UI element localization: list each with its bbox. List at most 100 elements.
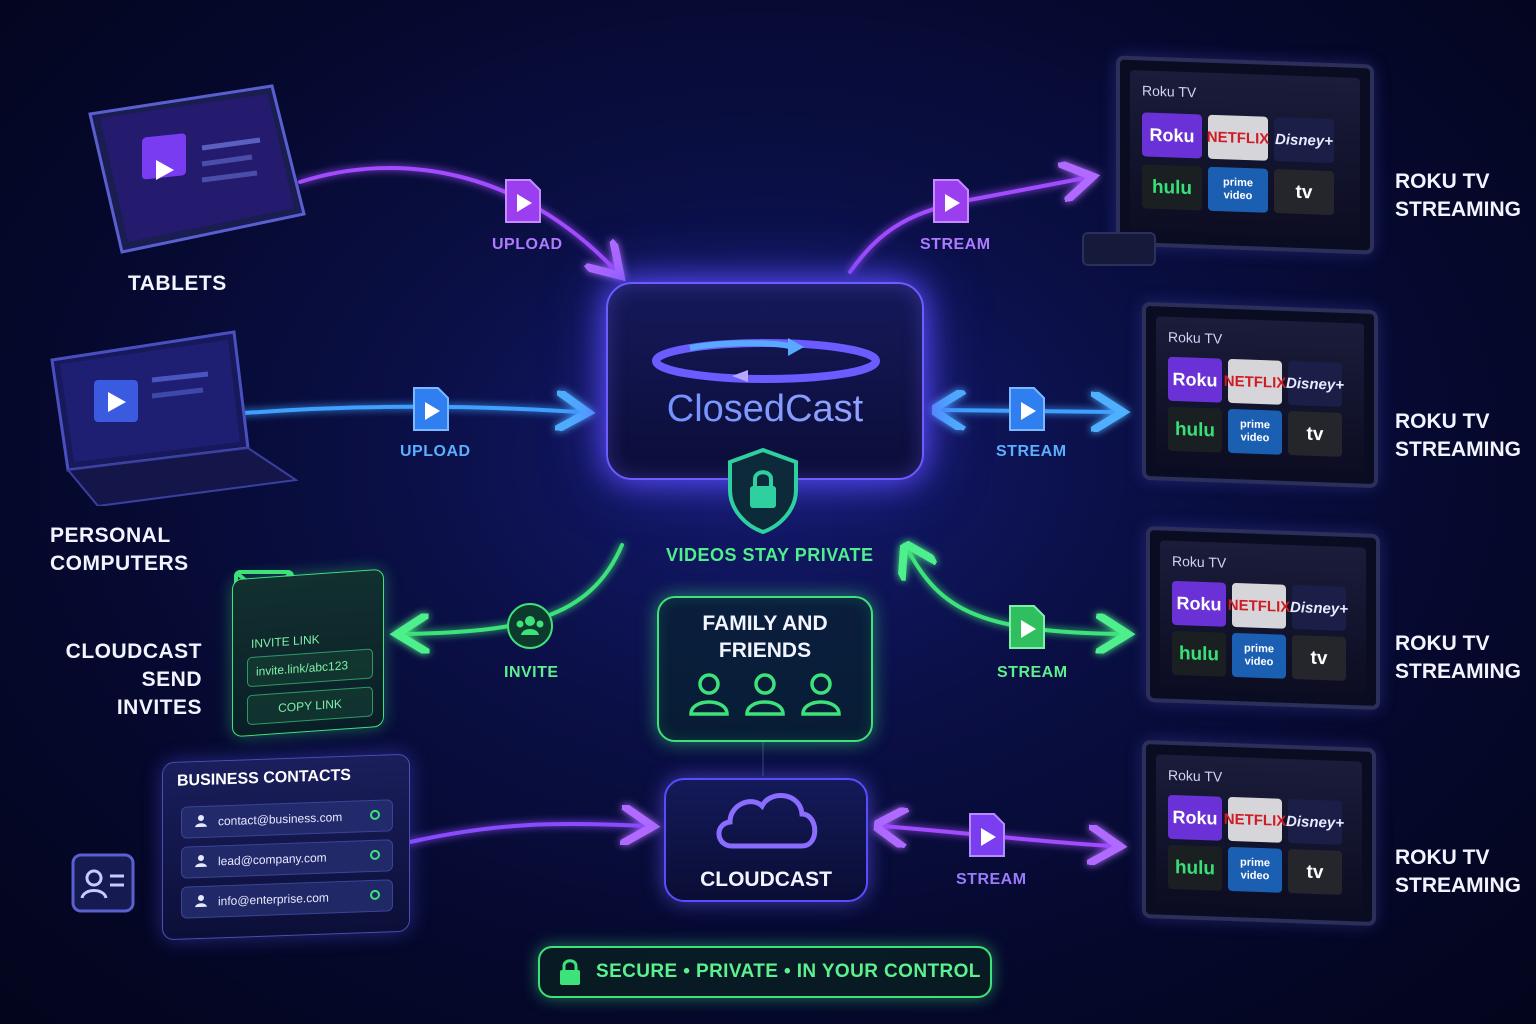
laptop-device (38, 330, 300, 508)
tv-label-line2: STREAMING (1395, 660, 1521, 683)
roku-tv-4: Roku TV Roku NETFLIX Disney+ hulu prime … (1142, 739, 1376, 927)
apple-tv-tile[interactable]: tv (1274, 169, 1334, 216)
stream-label-cloud: STREAM (956, 871, 1027, 888)
contact-row[interactable]: lead@company.com (181, 839, 393, 879)
tv-screen-title: Roku TV (1142, 82, 1197, 101)
contact-row[interactable]: info@enterprise.com (181, 879, 393, 919)
videos-stay-private-label: VIDEOS STAY PRIVATE (666, 545, 874, 565)
roku-tv-3: Roku TV Roku NETFLIX Disney+ hulu prime … (1146, 525, 1380, 711)
closedcast-logo-text: ClosedCast (608, 388, 922, 431)
video-file-icon (1006, 604, 1046, 650)
sync-ring-icon (652, 338, 880, 383)
tv-screen-title: Roku TV (1168, 328, 1223, 347)
roku-stick-icon (1082, 232, 1156, 266)
roku-tile[interactable]: Roku (1168, 794, 1222, 841)
family-friends-title: FAMILY AND FRIENDS (659, 610, 871, 664)
roku-tile[interactable]: Roku (1172, 580, 1226, 627)
hulu-tile[interactable]: hulu (1142, 164, 1202, 211)
business-contacts-panel: BUSINESS CONTACTS contact@business.com l… (162, 753, 410, 941)
netflix-tile[interactable]: NETFLIX (1224, 796, 1286, 843)
personal-computers-line2: COMPUTERS (50, 552, 189, 575)
invite-link-panel: INVITE LINK invite.link/abc123 COPY LINK (232, 568, 384, 738)
invite-panel-title: INVITE LINK (251, 632, 320, 651)
stream-label-1: STREAM (920, 236, 991, 253)
stream-label-3: STREAM (997, 664, 1068, 681)
contact-card-icon (70, 852, 136, 914)
user-icon (195, 854, 207, 868)
prime-tile[interactable]: prime video (1208, 166, 1268, 213)
invites-line1: CLOUDCAST (65, 640, 202, 663)
apple-tv-tile[interactable]: tv (1288, 849, 1342, 895)
tablet-device (82, 84, 308, 254)
tv-label-line1: ROKU TV (1395, 632, 1490, 655)
netflix-tile[interactable]: NETFLIX (1228, 582, 1290, 629)
family-friends-box: FAMILY AND FRIENDS (657, 596, 873, 742)
roku-tv-label-3: ROKU TV STREAMING (1395, 630, 1521, 686)
tv-label-line2: STREAMING (1395, 874, 1521, 897)
status-dot (370, 849, 380, 861)
roku-tv-1: Roku TV Roku NETFLIX Disney+ hulu prime … (1116, 55, 1374, 255)
copy-link-button[interactable]: COPY LINK (247, 686, 373, 726)
user-icon (195, 814, 207, 828)
closedcast-hub: ClosedCast (606, 282, 924, 480)
personal-computers-label: PERSONAL COMPUTERS (50, 522, 189, 578)
tv-label-line1: ROKU TV (1395, 846, 1490, 869)
stream-label-2: STREAM (996, 443, 1067, 460)
business-contacts-title: BUSINESS CONTACTS (177, 766, 351, 790)
disney-tile[interactable]: Disney+ (1286, 360, 1344, 407)
family-line2: FRIENDS (718, 639, 812, 662)
lock-icon (560, 959, 580, 985)
prime-tile[interactable]: prime video (1228, 408, 1282, 455)
video-file-icon (410, 386, 450, 432)
apple-tv-tile[interactable]: tv (1292, 635, 1346, 681)
prime-tile[interactable]: prime video (1228, 846, 1282, 893)
upload-label-tablet: UPLOAD (492, 236, 563, 253)
netflix-tile[interactable]: NETFLIX (1207, 114, 1269, 161)
tv-label-line1: ROKU TV (1395, 170, 1490, 193)
contact-email: contact@business.com (218, 810, 343, 829)
cloudcast-box: CLOUDCAST (664, 778, 868, 902)
video-file-icon (1006, 386, 1046, 432)
roku-tile[interactable]: Roku (1168, 356, 1222, 403)
cloudcast-label: CLOUDCAST (700, 868, 832, 891)
upload-label-computer: UPLOAD (400, 443, 471, 460)
roku-tv-label-4: ROKU TV STREAMING (1395, 844, 1521, 900)
copy-link-label: COPY LINK (278, 696, 342, 716)
people-icons (689, 673, 841, 716)
status-dot (370, 889, 380, 901)
user-icon (195, 894, 207, 908)
tv-screen-title: Roku TV (1172, 552, 1227, 571)
tv-label-line1: ROKU TV (1395, 410, 1490, 433)
cloud-icon (716, 793, 818, 849)
apple-tv-tile[interactable]: tv (1288, 410, 1342, 457)
tv-screen: Roku TV Roku NETFLIX Disney+ hulu prime … (1156, 316, 1364, 474)
video-file-icon (502, 178, 542, 224)
contact-row[interactable]: contact@business.com (181, 799, 393, 839)
cloudcast-send-invites-label: CLOUDCAST SEND INVITES (52, 638, 202, 722)
netflix-tile[interactable]: NETFLIX (1224, 358, 1286, 405)
invite-link-field[interactable]: invite.link/abc123 (247, 648, 373, 688)
roku-tv-label-2: ROKU TV STREAMING (1395, 408, 1521, 464)
disney-tile[interactable]: Disney+ (1290, 585, 1348, 631)
tablets-label: TABLETS (128, 272, 227, 295)
hulu-tile[interactable]: hulu (1168, 406, 1222, 453)
contact-email: lead@company.com (218, 850, 327, 869)
tv-label-line2: STREAMING (1395, 198, 1521, 221)
video-file-icon (966, 812, 1006, 858)
tv-screen: Roku TV Roku NETFLIX Disney+ hulu prime … (1160, 540, 1366, 696)
disney-tile[interactable]: Disney+ (1286, 799, 1344, 845)
tv-label-line2: STREAMING (1395, 438, 1521, 461)
roku-tile[interactable]: Roku (1142, 112, 1202, 159)
group-icon (506, 602, 554, 650)
hulu-tile[interactable]: hulu (1172, 630, 1226, 677)
footer-text: SECURE • PRIVATE • IN YOUR CONTROL (596, 961, 981, 982)
disney-tile[interactable]: Disney+ (1274, 117, 1334, 164)
tv-screen-title: Roku TV (1168, 766, 1223, 785)
hulu-tile[interactable]: hulu (1168, 844, 1222, 891)
roku-tv-label-1: ROKU TV STREAMING (1395, 168, 1521, 224)
tv-screen: Roku TV Roku NETFLIX Disney+ hulu prime … (1156, 754, 1362, 912)
prime-tile[interactable]: prime video (1232, 632, 1286, 679)
invites-line2: SEND INVITES (116, 668, 202, 719)
roku-tv-2: Roku TV Roku NETFLIX Disney+ hulu prime … (1142, 301, 1378, 489)
security-footer-badge: SECURE • PRIVATE • IN YOUR CONTROL (538, 946, 992, 998)
